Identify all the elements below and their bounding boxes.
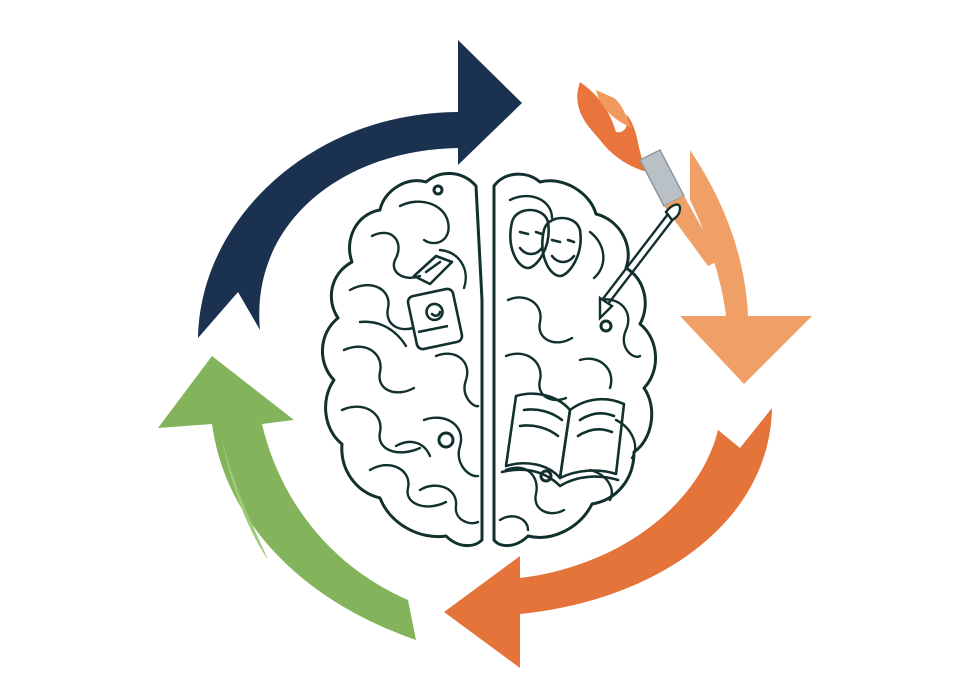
green-arrow [158, 356, 416, 640]
left-hemisphere [321, 172, 484, 547]
theater-masks-icon [509, 208, 582, 278]
compass-icon [412, 254, 454, 286]
left-hemisphere-folds [340, 200, 480, 525]
light-orange-arrow [680, 150, 812, 384]
brain-dot [599, 319, 613, 333]
brain-dot [437, 431, 455, 449]
navy-arrow [198, 40, 522, 338]
calculator-icon [406, 287, 464, 351]
right-hemisphere [492, 172, 657, 547]
brain [321, 172, 657, 547]
brain-dot [432, 184, 444, 196]
open-book-icon [500, 392, 626, 488]
paintbrush-icon [598, 203, 682, 321]
orange-arrow [444, 408, 772, 668]
